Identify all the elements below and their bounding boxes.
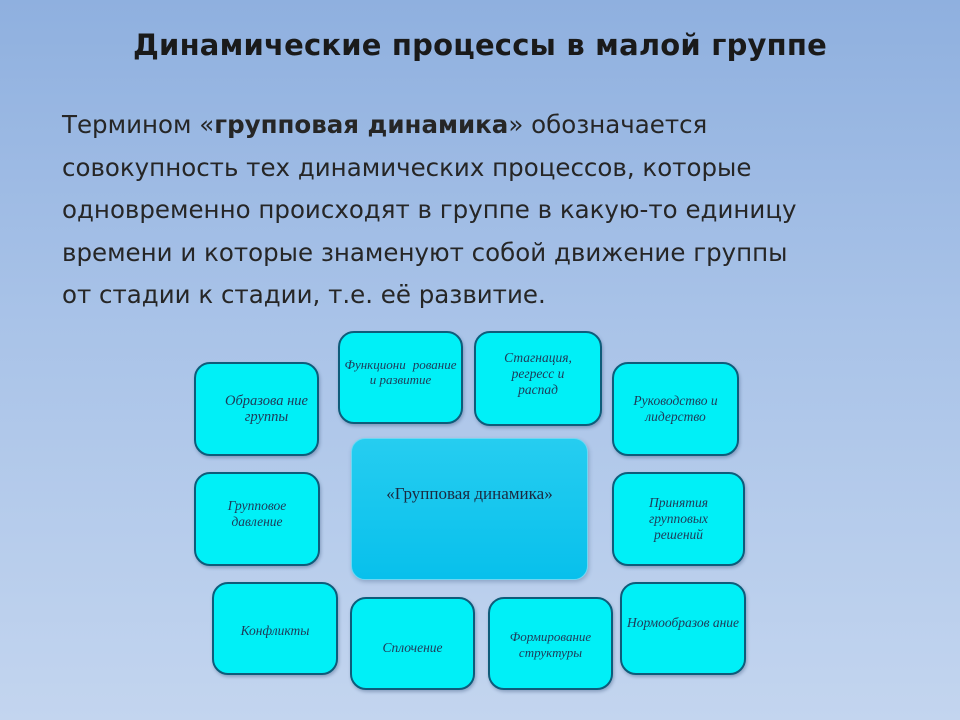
paragraph-line-1: Термином «групповая динамика» обозначает… (62, 104, 922, 147)
center-node-label: «Групповая динамика» (386, 484, 553, 503)
node-functioning-label: Функциони рование и развитие (344, 356, 457, 387)
node-structure-label: Формирование структуры (509, 628, 592, 660)
node-pressure: Групповое давление (194, 472, 320, 566)
paragraph-line-4: времени и которые знаменуют собой движен… (62, 237, 788, 267)
node-leadership: Руководство и лидерство (612, 362, 739, 456)
slide-title: Динамические процессы в малой группе (133, 28, 827, 62)
paragraph-line-2: совокупность тех динамических процессов,… (62, 152, 752, 182)
paragraph-line-1-suffix: » обозначается (508, 110, 708, 139)
node-stagnation-label: Стагнация, регресс и распад (504, 349, 572, 397)
node-norms: Нормообразов ание (620, 582, 746, 675)
node-cohesion-label: Сплочение (382, 639, 443, 655)
node-conflicts: Конфликты (212, 582, 338, 675)
node-structure: Формирование структуры (488, 597, 613, 690)
node-pressure-label: Групповое давление (227, 498, 287, 529)
paragraph-line-3: одновременно происходят в группе в какую… (62, 195, 797, 224)
node-formation: Образова ние группы (194, 362, 319, 456)
center-node-group-dynamics: «Групповая динамика» (351, 438, 588, 580)
node-stagnation: Стагнация, регресс и распад (474, 331, 602, 426)
node-decisions-label: Принятия групповых решений (648, 495, 709, 542)
node-formation-label: Образова ние группы (225, 393, 308, 425)
node-conflicts-label: Конфликты (240, 622, 310, 638)
definition-paragraph: Термином «групповая динамика» обозначает… (62, 104, 922, 317)
paragraph-line-1-prefix: Термином « (62, 110, 215, 139)
node-decisions: Принятия групповых решений (612, 472, 745, 566)
node-norms-label: Нормообразов ание (626, 614, 740, 630)
node-leadership-label: Руководство и лидерство (633, 393, 718, 424)
term-bold: групповая динамика (214, 110, 509, 139)
node-functioning: Функциони рование и развитие (338, 331, 463, 424)
node-cohesion: Сплочение (350, 597, 475, 690)
paragraph-line-5: от стадии к стадии, т.е. её развитие. (62, 280, 546, 309)
